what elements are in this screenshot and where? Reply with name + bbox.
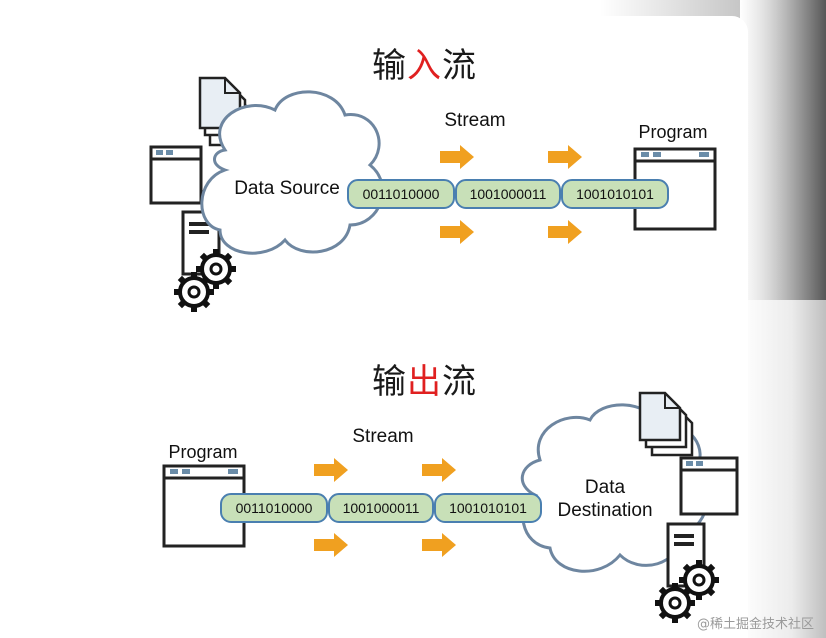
document-stack-icon — [638, 391, 694, 457]
gear-icon — [653, 581, 697, 625]
arrow-right-icon — [440, 145, 474, 169]
watermark: @稀土掘金技术社区 — [696, 617, 814, 632]
packet-bits: 1001010101 — [576, 186, 654, 202]
packet — [434, 493, 542, 523]
input-stream-label: Stream — [444, 110, 505, 131]
packet-bits: 0011010000 — [236, 500, 313, 516]
output-stream-label: Stream — [352, 426, 413, 447]
input-program-label: Program — [638, 122, 707, 142]
arrow-right-icon — [422, 458, 456, 482]
data-source-cloud — [200, 90, 385, 255]
arrow-right-icon — [314, 533, 348, 557]
packet-bits: 0011010000 — [363, 186, 440, 202]
monitor-window-icon — [679, 456, 739, 516]
input-packet-stream: 0011010000 1001000011 1001010101 — [347, 179, 669, 209]
data-source-label: Data Source — [234, 178, 340, 199]
monitor-window-icon — [149, 145, 203, 205]
output-stream-title: 输出流 — [372, 362, 477, 402]
data-destination-label-line2: Destination — [557, 500, 652, 521]
arrow-right-icon — [548, 220, 582, 244]
data-destination-label-line1: Data — [585, 477, 626, 498]
output-packet-stream: 0011010000 1001000011 1001010101 — [220, 493, 542, 523]
packet-bits: 1001000011 — [343, 500, 420, 516]
packet — [347, 179, 455, 209]
output-program-label: Program — [168, 442, 237, 462]
packet — [561, 179, 669, 209]
packet — [328, 493, 434, 523]
arrow-right-icon — [548, 145, 582, 169]
packet-bits: 1001010101 — [449, 500, 527, 516]
packet-bits: 1001000011 — [470, 186, 547, 202]
arrow-right-icon — [422, 533, 456, 557]
background-shadow-right — [740, 0, 826, 638]
arrow-right-icon — [440, 220, 474, 244]
gear-icon — [172, 270, 216, 314]
arrow-right-icon — [314, 458, 348, 482]
packet — [220, 493, 328, 523]
input-stream-title: 输入流 — [372, 46, 477, 86]
packet — [455, 179, 561, 209]
